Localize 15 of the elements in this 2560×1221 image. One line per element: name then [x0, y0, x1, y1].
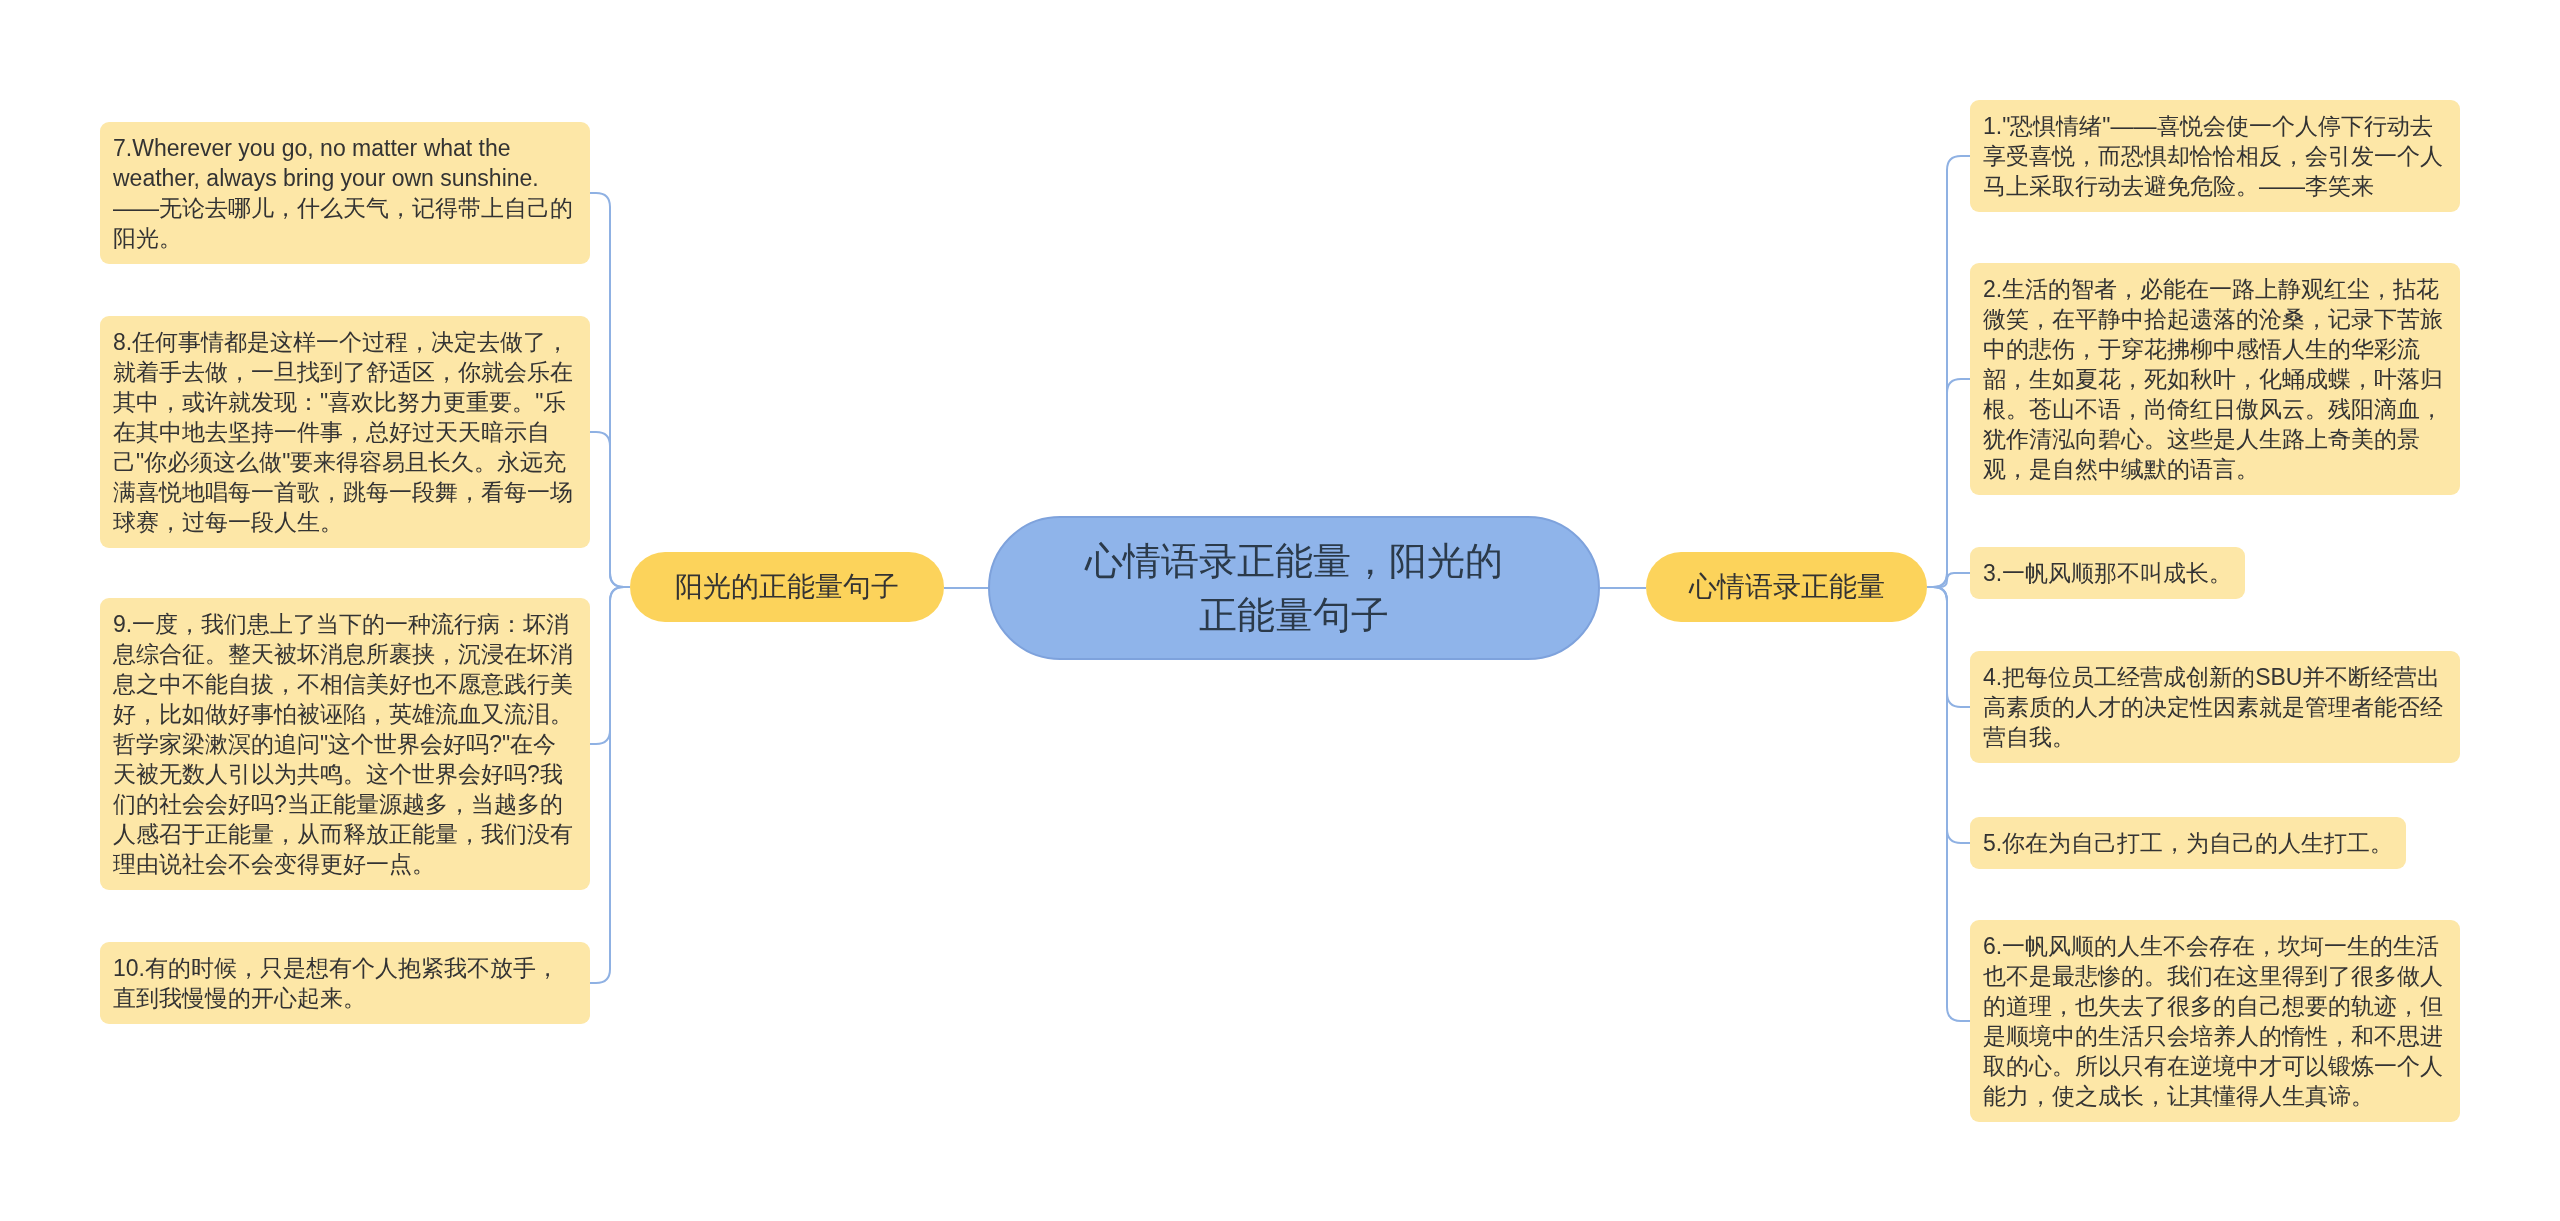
- note-card: 3.一帆风顺那不叫成长。: [1970, 547, 2246, 599]
- connector-line: [943, 587, 989, 589]
- branch-pill: 阳光的正能量句子: [630, 552, 944, 622]
- connector-line: [1599, 587, 1647, 589]
- branch-pill: 心情语录正能量: [1646, 552, 1927, 622]
- note-card: 4.把每位员工经营成创新的SBU并不断经营出高素质的人才的决定性因素就是管理者能否经营自我。: [1970, 651, 2460, 763]
- note-card: 5.你在为自己打工，为自己的人生打工。: [1970, 817, 2407, 869]
- note-card: 2.生活的智者，必能在一路上静观红尘，拈花微笑，在平静中拾起遗落的沧桑，记录下苦旅中的悲伤，于穿花拂柳中感悟人生的华彩流韶，生如夏花，死如秋叶，化蛹成蝶，叶落归根。苍山不语，尚倚红日傲风云。残阳滴血，犹作清泓向碧心。这些是人生路上奇美的景观，是自然中缄默的语言。: [1970, 263, 2460, 495]
- note-card: 9.一度，我们患上了当下的一种流行病：坏消息综合征。整天被坏消息所裹挟，沉浸在坏消息之中不能自拔，不相信美好也不愿意践行美好，比如做好事怕被诬陷，英雄流血又流泪。哲学家梁漱溟的追问"这个世界会好吗?"在今天被无数人引以为共鸣。这个世界会好吗?我们的社会会好吗?当正能量源越多，当越多的人感召于正能量，从而释放正能量，我们没有理由说社会不会变得更好一点。: [100, 598, 590, 890]
- topic-pill: 心情语录正能量，阳光的正能量句子: [988, 516, 1600, 660]
- note-card: 8.任何事情都是这样一个过程，决定去做了，就着手去做，一旦找到了舒适区，你就会乐在其中，或许就发现："喜欢比努力更重要。"乐在其中地去坚持一件事，总好过天天暗示自己"你必须这么做"要来得容易且长久。永远充满喜悦地唱每一首歌，跳每一段舞，看每一场球赛，过每一段人生。: [100, 316, 590, 548]
- note-card: 7.Wherever you go, no matter what the weather, always bring your own sunshine. ——无论去哪儿，什么天气，记得带上自己的阳光。: [100, 122, 590, 264]
- note-card: 1."恐惧情绪"——喜悦会使一个人停下行动去享受喜悦，而恐惧却恰恰相反，会引发一个人马上采取行动去避免危险。——李笑来: [1970, 100, 2460, 212]
- note-card: 6.一帆风顺的人生不会存在，坎坷一生的生活也不是最悲惨的。我们在这里得到了很多做人的道理，也失去了很多的自己想要的轨迹，但是顺境中的生活只会培养人的惰性，和不思进取的心。所以只有在逆境中才可以锻炼一个人能力，使之成长，让其懂得人生真谛。: [1970, 920, 2460, 1122]
- note-card: 10.有的时候，只是想有个人抱紧我不放手，直到我慢慢的开心起来。: [100, 942, 590, 1024]
